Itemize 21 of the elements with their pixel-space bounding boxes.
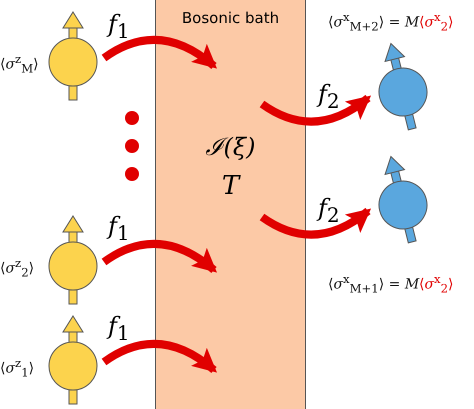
curved-arrow: [102, 340, 218, 374]
curved-arrow: [102, 36, 218, 70]
spin-label: ⟨σ$^{x}$$_{2}$⟩: [419, 272, 454, 296]
curved-arrow: [260, 94, 372, 126]
spin-label: ⟨σ$^{z}$$_{2}$⟩: [0, 256, 34, 280]
panel-title: Bosonic bath: [182, 9, 280, 27]
curved-arrow: [260, 208, 372, 238]
math-symbol: T: [222, 171, 240, 201]
edge-label: f$_{2}$: [318, 80, 340, 113]
math-symbol: ℐ(ξ): [206, 132, 256, 162]
edge-label: f$_{2}$: [318, 194, 340, 227]
spin-label: ⟨σ$^{z}$$_{M}$⟩: [0, 52, 39, 76]
edge-label: f$_{1}$: [108, 10, 130, 43]
edge-label: f$_{1}$: [108, 212, 130, 245]
spin-label: ⟨σ$^{z}$$_{1}$⟩: [0, 356, 34, 380]
spin-label: ⟨σ$^{x}$$_{M+2}$⟩ = M: [328, 10, 420, 34]
spin-label: ⟨σ$^{x}$$_{2}$⟩: [419, 10, 454, 34]
curved-arrow: [102, 240, 218, 274]
spin-label: ⟨σ$^{x}$$_{M+1}$⟩ = M: [328, 272, 420, 296]
bath-box: [155, 0, 306, 409]
edge-label: f$_{1}$: [108, 312, 130, 345]
